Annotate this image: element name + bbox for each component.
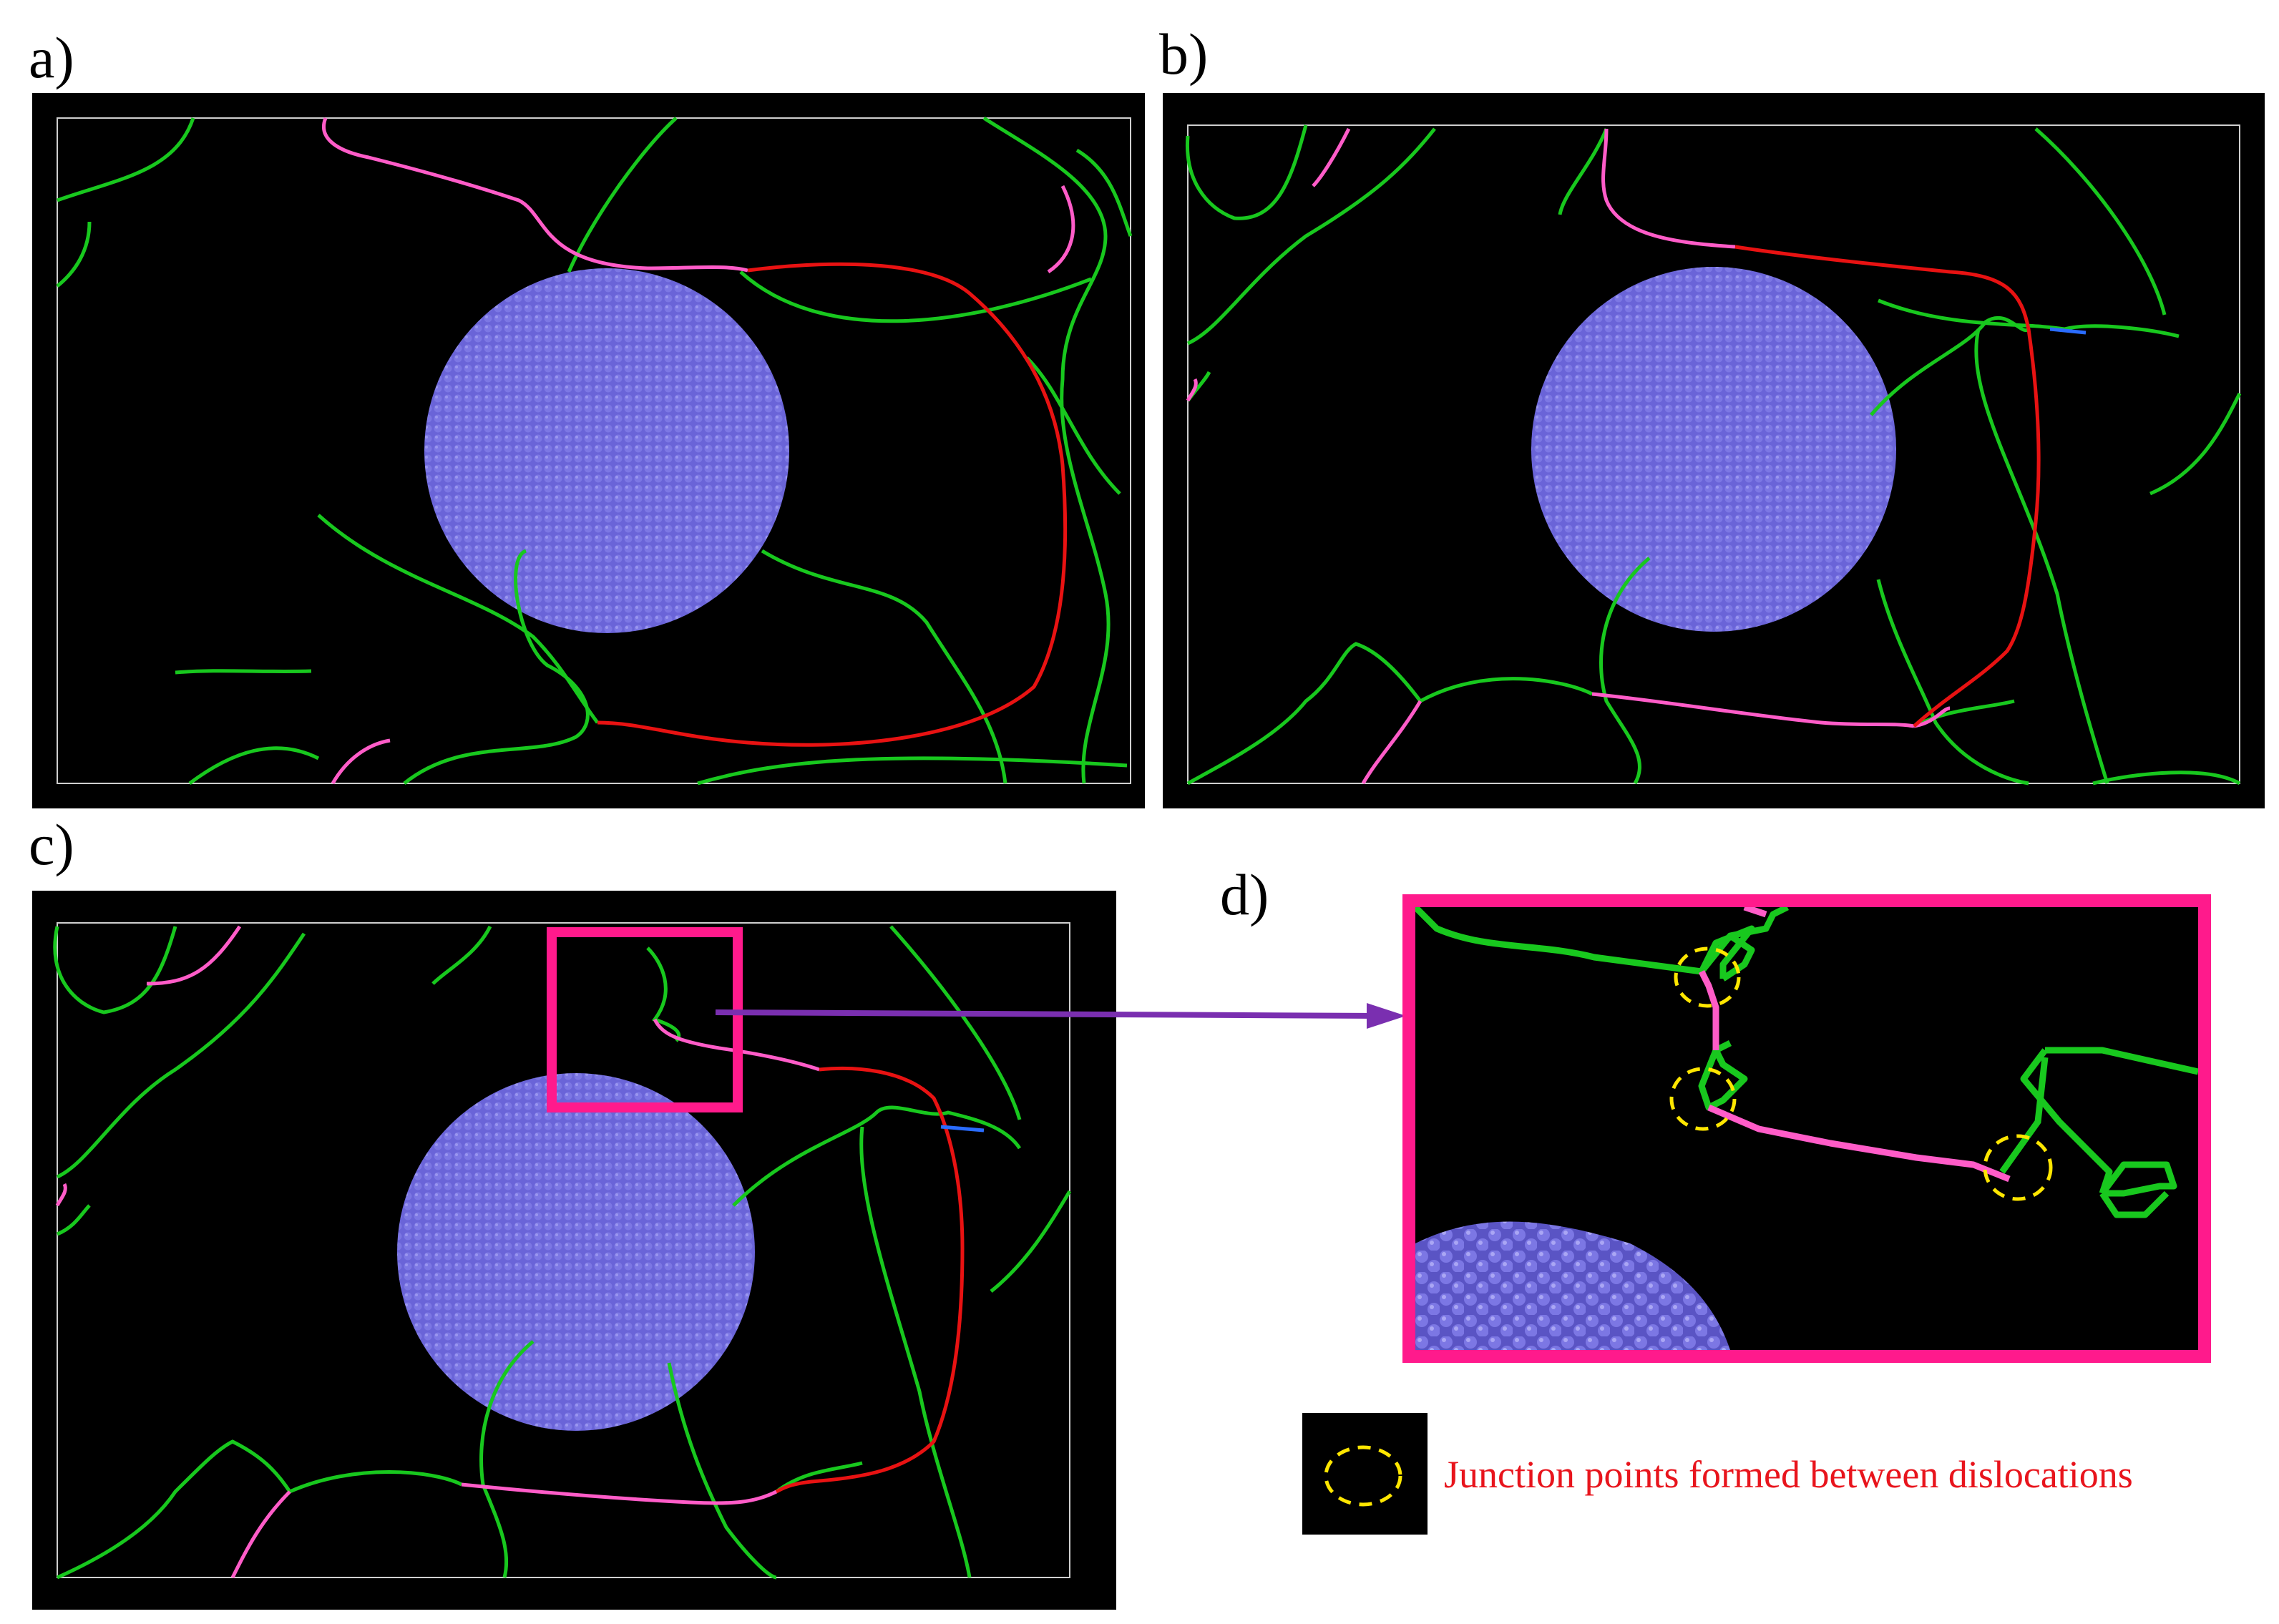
red-dislocation — [597, 262, 1068, 747]
panel-a-label: a) — [29, 25, 74, 90]
panel-d-label: d) — [1220, 862, 1269, 927]
red-dislocation — [775, 1066, 965, 1494]
zoom-region-box — [547, 927, 743, 1112]
panel-a-canvas — [56, 116, 1133, 786]
precipitate-sphere — [397, 1073, 755, 1431]
blue-dislocation — [2049, 327, 2087, 335]
green-dislocations — [56, 116, 1133, 786]
red-dislocation — [1734, 245, 2041, 728]
junction-markers — [1669, 946, 2053, 1201]
junction-marker-1 — [1674, 946, 1741, 1008]
green-dislocations — [53, 925, 1072, 1580]
green-dislocations — [1415, 907, 2198, 1218]
panel-a — [32, 93, 1145, 808]
panel-d-canvas — [1415, 907, 2198, 1350]
simulation-box — [57, 117, 1131, 784]
legend-marker — [1324, 1445, 1402, 1507]
panel-c-canvas — [53, 922, 1072, 1580]
junction-marker-2 — [1669, 1067, 1737, 1131]
panel-d — [1402, 894, 2211, 1363]
pink-dislocations — [1186, 127, 1951, 785]
simulation-box — [1187, 124, 2240, 784]
legend-marker-box — [1302, 1413, 1428, 1535]
panel-b-label: b) — [1159, 21, 1209, 87]
precipitate-sphere — [1531, 267, 1896, 632]
panel-c — [32, 891, 1116, 1610]
blue-dislocation — [940, 1125, 985, 1133]
zoom-arrow — [716, 1003, 1406, 1029]
precipitate-surface — [1415, 1221, 1730, 1350]
pink-dislocations — [1698, 907, 2011, 1183]
junction-marker-3 — [1983, 1134, 2053, 1201]
pink-dislocations — [55, 925, 820, 1579]
simulation-box — [57, 922, 1070, 1578]
panel-b — [1163, 93, 2265, 808]
pink-dislocations — [322, 117, 1075, 785]
precipitate-sphere — [424, 268, 789, 633]
panel-c-label: c) — [29, 812, 74, 877]
panel-b-canvas — [1185, 124, 2242, 786]
legend-label: Junction points formed between dislocati… — [1444, 1453, 2133, 1496]
